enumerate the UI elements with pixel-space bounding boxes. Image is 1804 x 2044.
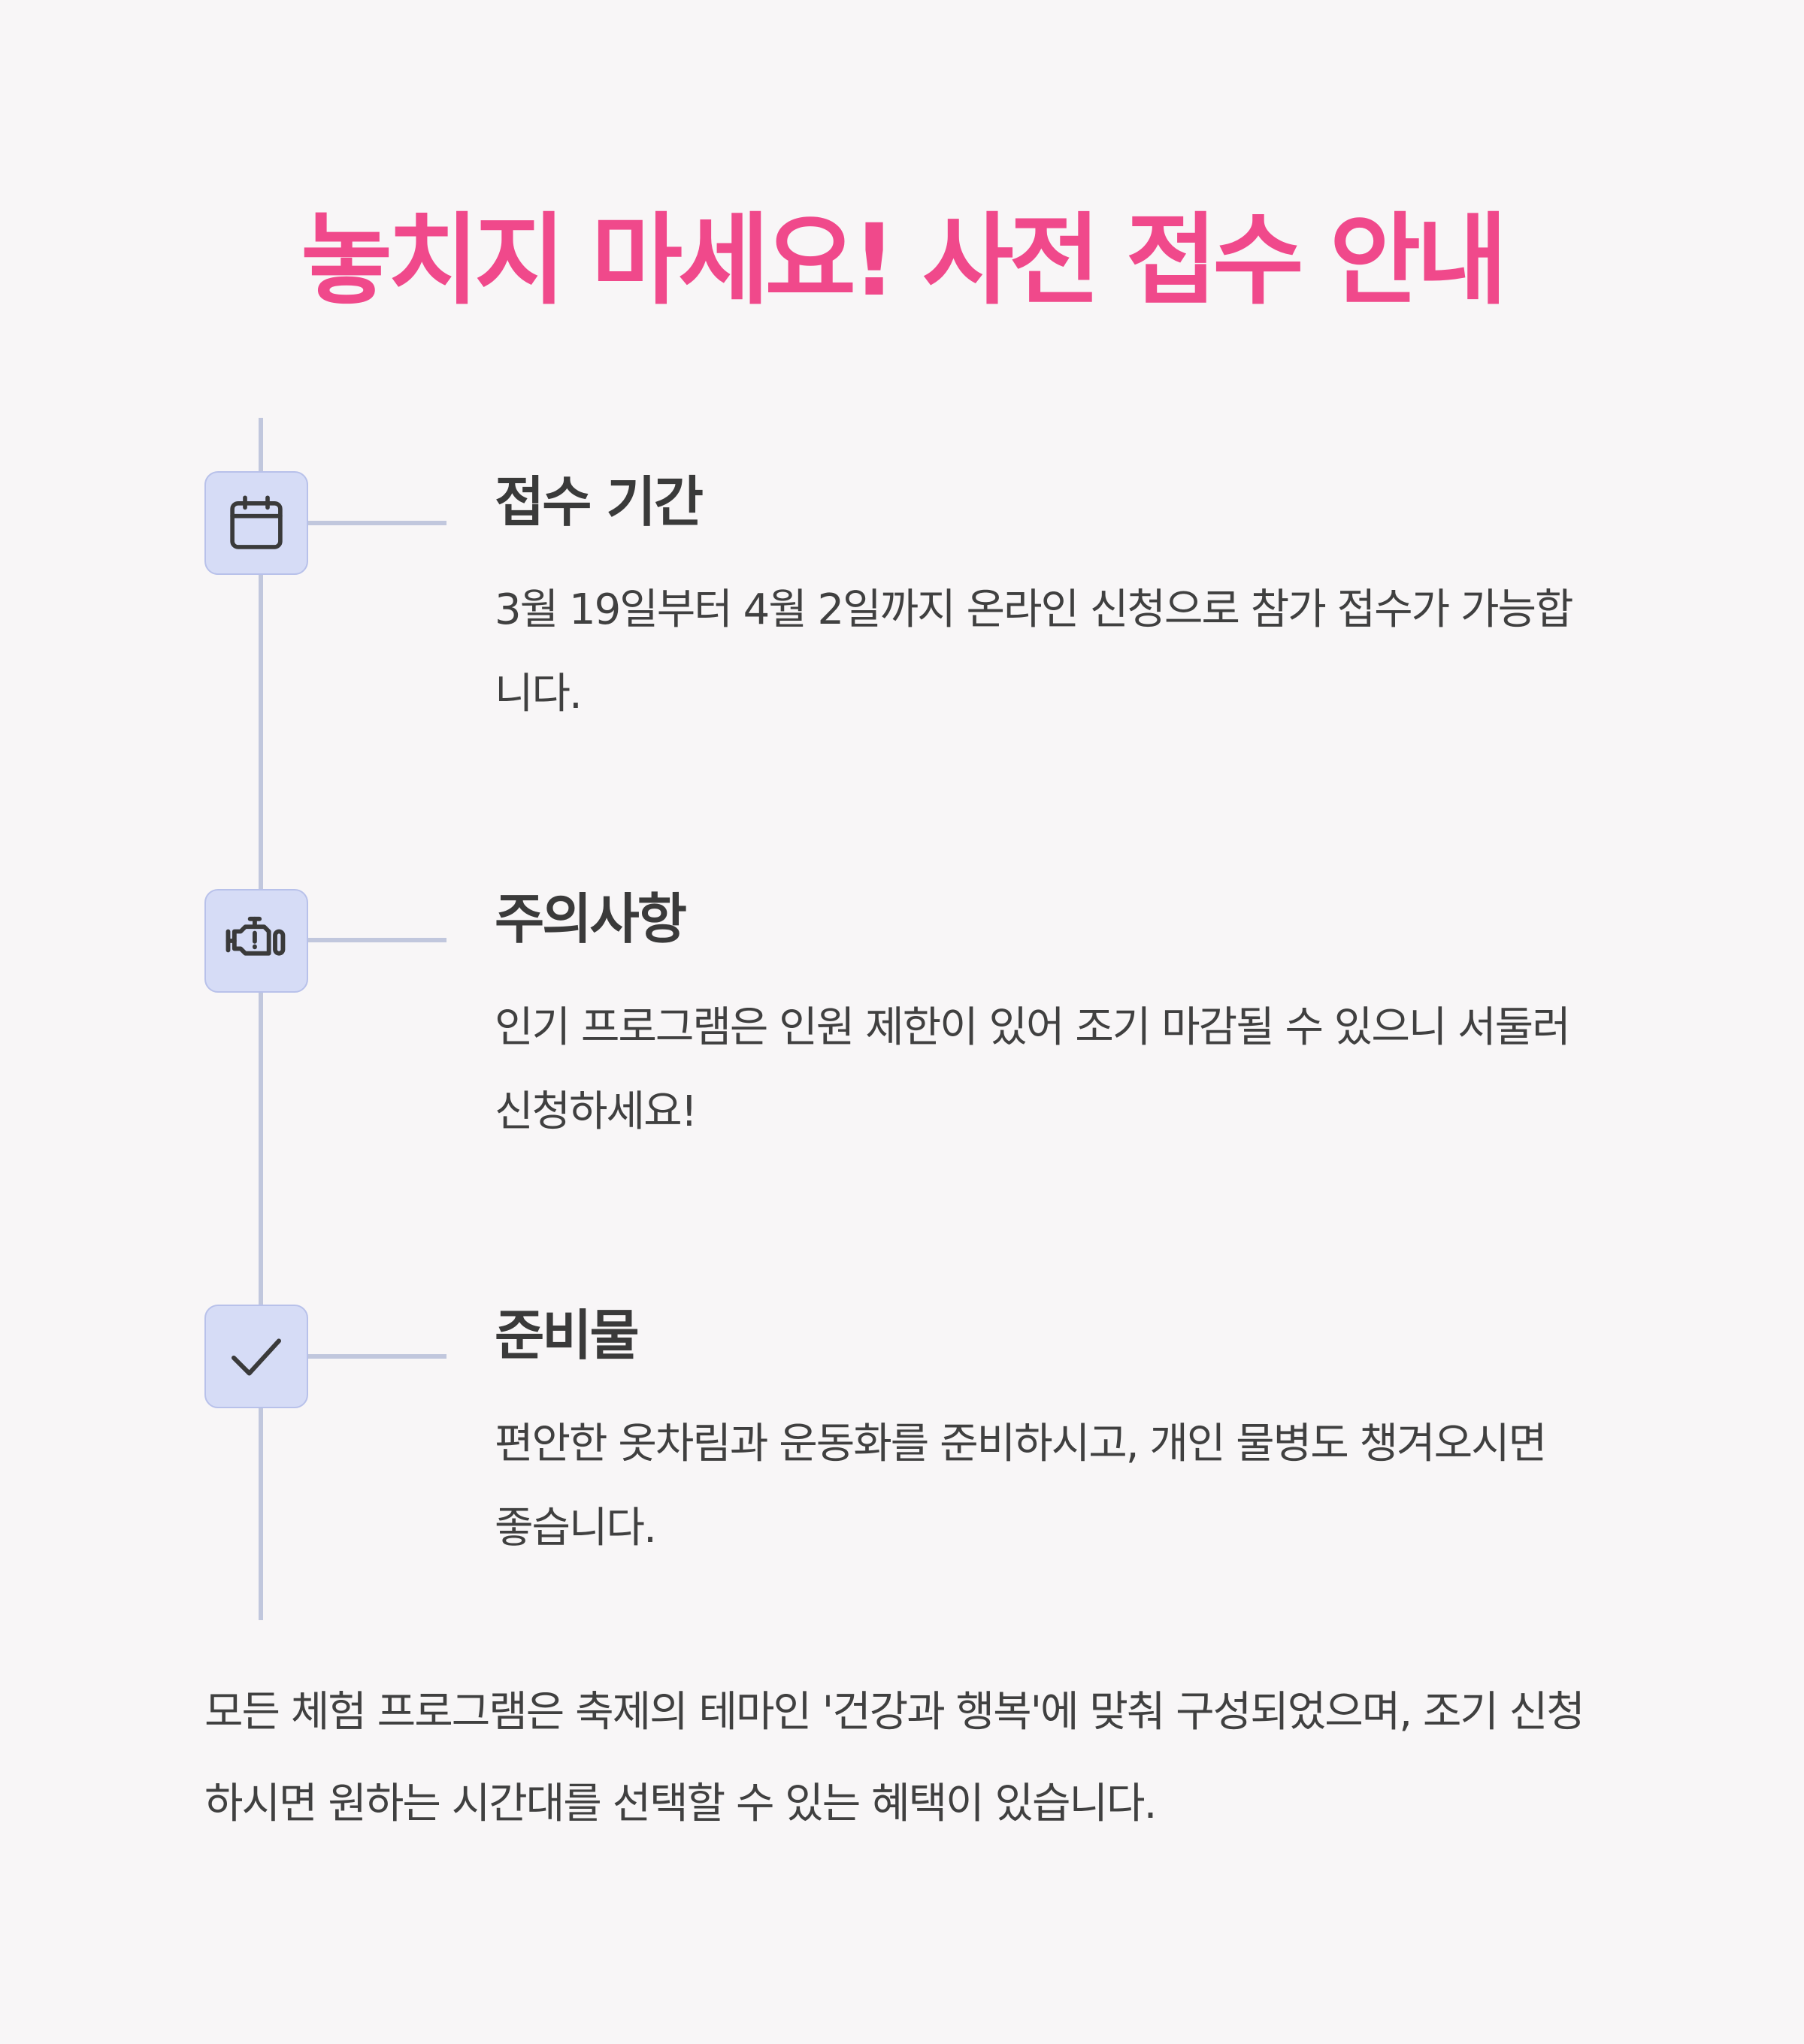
check-icon (232, 1338, 281, 1376)
engine-warning-icon (226, 916, 286, 956)
engine-warning-icon-box (204, 889, 308, 993)
step-title: 준비물 (495, 1304, 640, 1367)
step-description: 편안한 옷차림과 운동화를 준비하시고, 개인 물병도 챙겨오시면 좋습니다. (495, 1420, 1547, 1553)
check-icon-box (204, 1305, 308, 1408)
step-description: 3월 19일부터 4월 2일까지 온라인 신청으로 참가 접수가 가능합니다. (495, 585, 1574, 718)
calendar-icon (230, 495, 283, 549)
timeline-connector (308, 521, 446, 525)
timeline-line (259, 418, 263, 1620)
timeline-connector (308, 1354, 446, 1359)
calendar-icon-box (204, 471, 308, 575)
step-title: 주의사항 (495, 887, 687, 951)
step-title: 접수 기간 (495, 470, 704, 534)
timeline-connector (308, 938, 446, 942)
step-description: 인기 프로그램은 인원 제한이 있어 조기 마감될 수 있으니 서둘러 신청하세… (495, 1003, 1571, 1136)
page-title: 놓치지 마세요! 사전 접수 안내 (301, 203, 1507, 319)
footer-note: 모든 체험 프로그램은 축제의 테마인 '건강과 행복'에 맞춰 구성되었으며,… (204, 1688, 1585, 1828)
